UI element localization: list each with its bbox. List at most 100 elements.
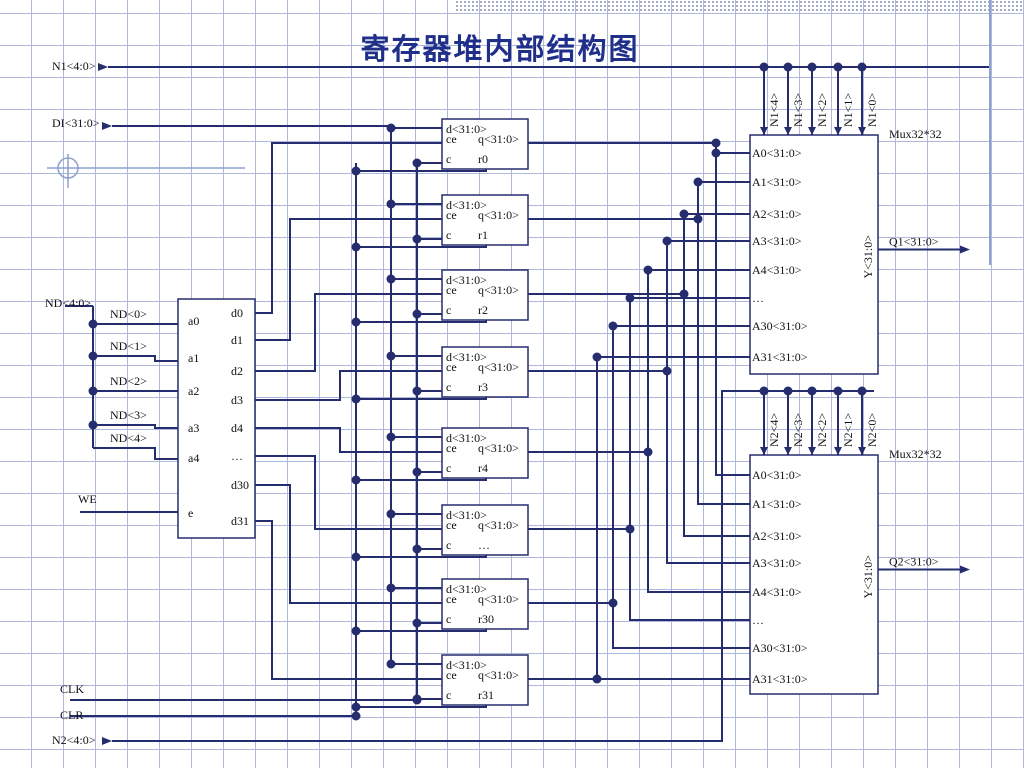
mux2-input-wire	[666, 371, 750, 564]
arrowhead	[760, 127, 768, 135]
arrowhead	[858, 447, 866, 455]
mux1-output-label: Q1<31:0>	[889, 235, 939, 249]
register-name: r30	[478, 612, 494, 626]
register-box	[441, 118, 529, 170]
nd-bit-label: ND<4>	[110, 431, 147, 445]
arrowhead	[760, 447, 768, 455]
junction-dot	[351, 626, 361, 636]
junction-dot	[412, 158, 422, 168]
register-q-port: q<31:0>	[478, 592, 519, 606]
mux2-select-label: N2<4>	[767, 413, 781, 447]
register-q-port: q<31:0>	[478, 518, 519, 532]
junction-dot	[351, 552, 361, 562]
junction-dot	[711, 148, 721, 158]
junction-dot	[351, 242, 361, 252]
mux2-select-label: N2<3>	[791, 413, 805, 447]
register-d-port: d<31:0>	[446, 431, 487, 445]
junction-layer	[88, 62, 867, 721]
register-box	[441, 269, 529, 321]
junction-dot	[351, 711, 361, 721]
register-ce-port: ce	[446, 668, 457, 682]
register-c-port: c	[446, 152, 451, 166]
junction-dot	[412, 467, 422, 477]
junction-dot	[412, 386, 422, 396]
nd-bit-wire	[93, 447, 178, 460]
mux2-input-label: A0<31:0>	[752, 468, 802, 482]
register-c-port: c	[446, 303, 451, 317]
register-name: r1	[478, 228, 488, 242]
junction-dot	[386, 274, 396, 284]
decoder-output-label: d31	[231, 514, 249, 528]
junction-dot	[625, 293, 635, 303]
junction-dot	[88, 386, 98, 396]
junction-dot	[351, 166, 361, 176]
decoder-input-label: a3	[188, 421, 199, 435]
right-edge-line	[989, 0, 991, 265]
register-name: r2	[478, 303, 488, 317]
junction-dot	[679, 289, 689, 299]
decoder-output-label: d2	[231, 364, 243, 378]
register-box	[441, 427, 529, 479]
register-ce-wire	[255, 484, 442, 604]
decoder-output-label: d0	[231, 306, 243, 320]
mux1-input-label: A2<31:0>	[752, 207, 802, 221]
mux1-select-label: N1<2>	[815, 93, 829, 127]
arrowhead	[960, 565, 970, 574]
junction-dot	[833, 386, 843, 396]
junction-dot	[88, 319, 98, 329]
mux2-output-label: Q2<31:0>	[889, 555, 939, 569]
register-d-port: d<31:0>	[446, 122, 487, 136]
mux2-select-label: N2<1>	[841, 413, 855, 447]
mux2-input-label: A30<31:0>	[752, 641, 808, 655]
register-ce-port: ce	[446, 283, 457, 297]
decoder-output-label: d30	[231, 478, 249, 492]
mux2-input-label: A2<31:0>	[752, 529, 802, 543]
mux1-input-label: A30<31:0>	[752, 319, 808, 333]
slide-title: 寄存器堆内部结构图	[360, 32, 640, 66]
mux1-select-label: N1<0>	[865, 93, 879, 127]
junction-dot	[88, 351, 98, 361]
mux1-box	[749, 134, 879, 375]
register-ce-wire	[255, 370, 442, 401]
junction-dot	[643, 265, 653, 275]
mux2-input-wire	[683, 294, 750, 537]
junction-dot	[608, 321, 618, 331]
nd-bit-wire	[93, 424, 178, 429]
nd-bit-label: ND<0>	[110, 307, 147, 321]
junction-dot	[608, 598, 618, 608]
register-ce-wire	[255, 455, 442, 530]
register-q-port: q<31:0>	[478, 132, 519, 146]
mux2-y-label: Y<31:0>	[861, 555, 875, 599]
junction-dot	[857, 386, 867, 396]
junction-dot	[693, 214, 703, 224]
decoder-output-label: d1	[231, 333, 243, 347]
junction-dot	[351, 475, 361, 485]
nd-bit-label: ND<1>	[110, 339, 147, 353]
junction-dot	[807, 386, 817, 396]
mux2-box	[749, 454, 879, 695]
arrowhead	[784, 447, 792, 455]
register-c-port: c	[446, 538, 451, 552]
junction-dot	[351, 317, 361, 327]
register-ce-port: ce	[446, 518, 457, 532]
signal-n1-label: N1<4:0>	[52, 59, 96, 73]
register-ce-port: ce	[446, 132, 457, 146]
register-ce-wire	[255, 218, 442, 341]
register-name: r31	[478, 688, 494, 702]
junction-dot	[88, 420, 98, 430]
junction-dot	[412, 309, 422, 319]
mux1-select-label: N1<3>	[791, 93, 805, 127]
register-box	[441, 578, 529, 630]
junction-dot	[412, 694, 422, 704]
junction-dot	[783, 386, 793, 396]
arrowhead	[784, 127, 792, 135]
signal-di-label: DI<31:0>	[52, 116, 100, 130]
mux2-input-label: A31<31:0>	[752, 672, 808, 686]
top-pattern-band	[455, 0, 1024, 12]
arrowhead	[808, 447, 816, 455]
arrowhead	[834, 127, 842, 135]
register-name: r3	[478, 380, 488, 394]
signal-we-label: WE	[78, 492, 97, 506]
mux2-input-label: …	[752, 613, 764, 627]
mux1-y-label: Y<31:0>	[861, 235, 875, 279]
